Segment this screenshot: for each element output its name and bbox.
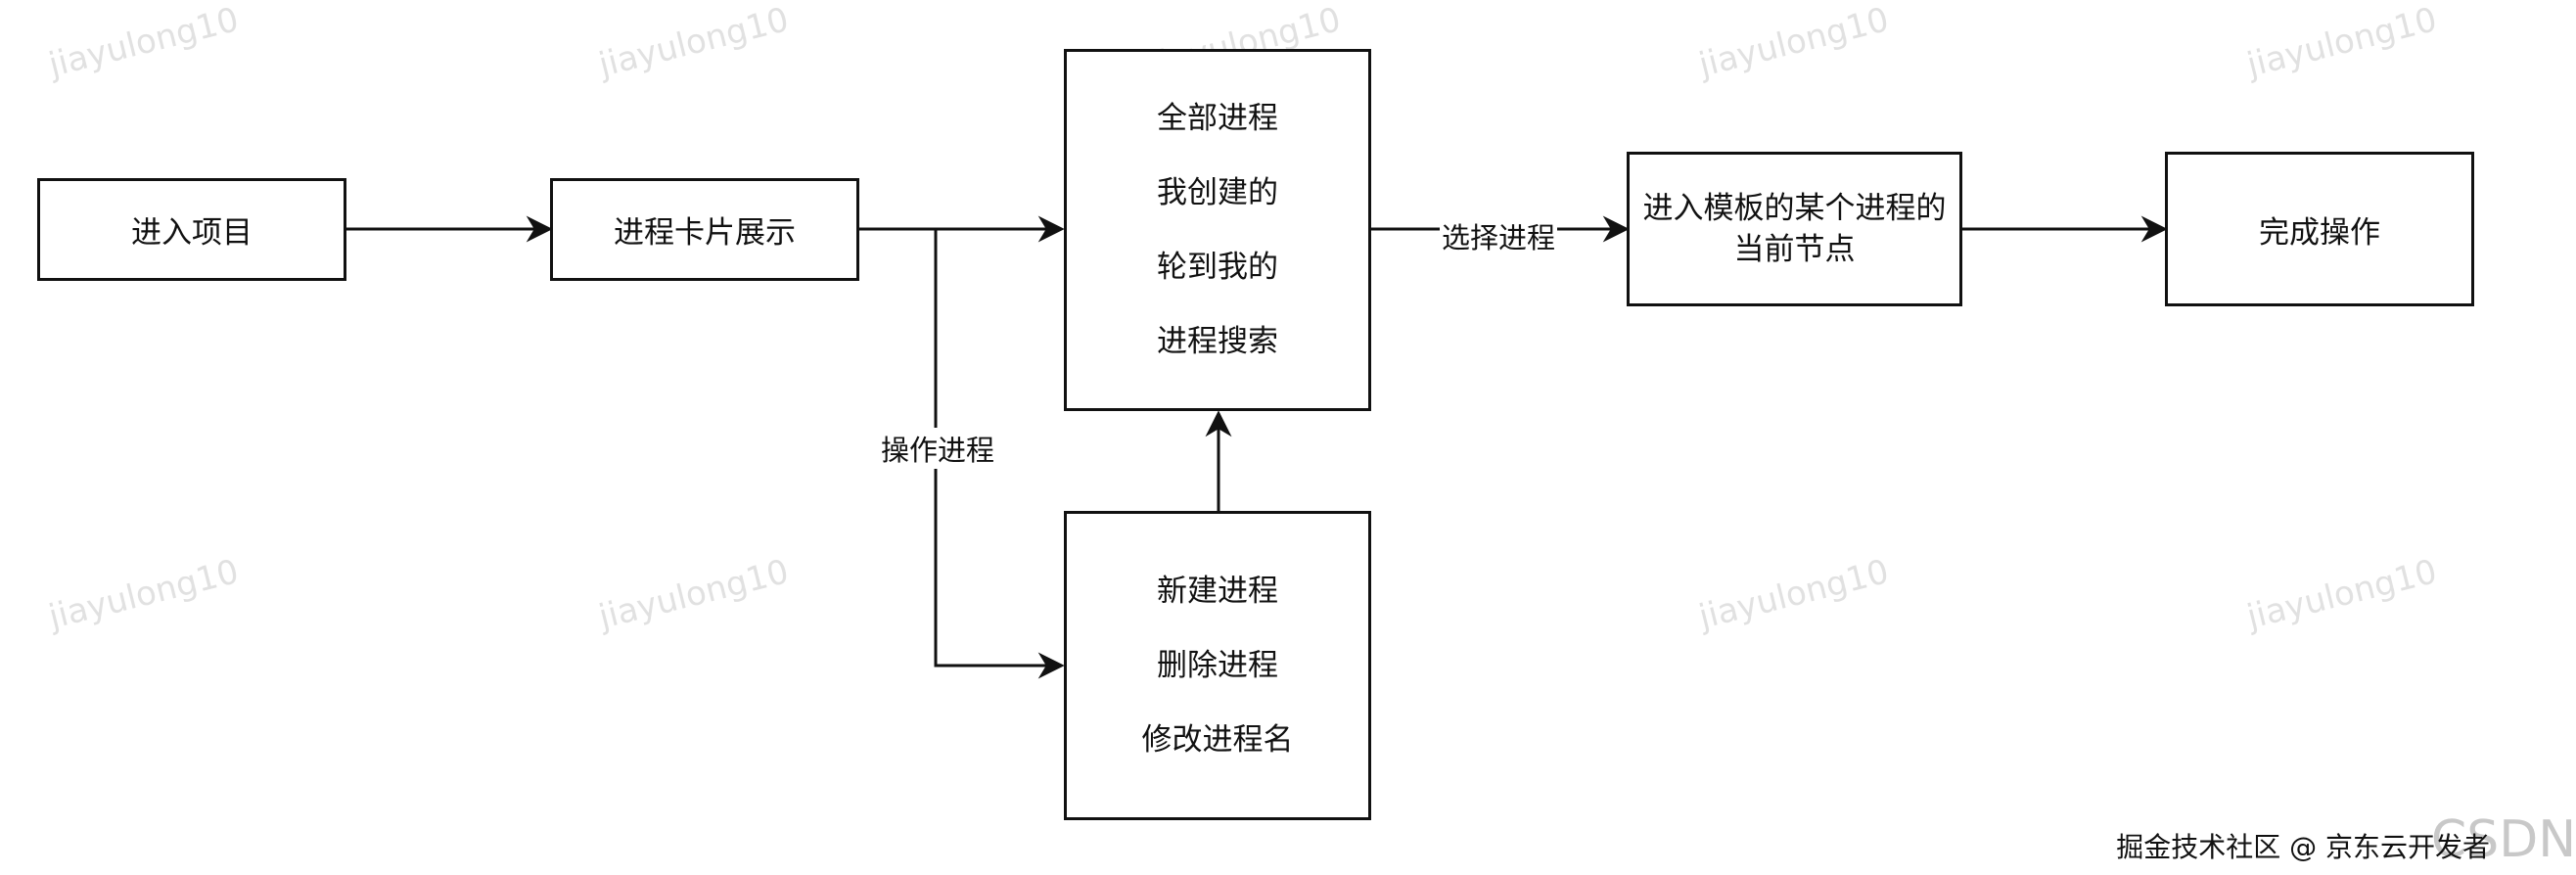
op-rename-process: 修改进程名 [1141,722,1294,758]
filter-created-by-me: 我创建的 [1157,175,1278,210]
node-label: 进程卡片展示 [614,215,796,251]
footer-credit: 掘金技术社区 @ 京东云开发者 [2116,831,2490,863]
edge-label-operate-process: 操作进程 [879,428,997,469]
csdn-watermark: CSDN [2430,810,2576,869]
filter-my-turn: 轮到我的 [1157,250,1278,285]
node-process-filters: 全部进程 我创建的 轮到我的 进程搜索 [1064,49,1371,411]
filter-all-processes: 全部进程 [1157,101,1278,136]
edge-label-select-process: 选择进程 [1440,215,1558,256]
node-card-display: 进程卡片展示 [550,178,859,281]
filter-process-search: 进程搜索 [1157,324,1278,359]
node-complete-operation: 完成操作 [2165,152,2474,306]
node-enter-template-node: 进入模板的某个进程的 当前节点 [1627,152,1962,306]
node-label: 完成操作 [2259,214,2380,251]
footer-watermark: CSDN 掘金技术社区 @ 京东云开发者 [2116,810,2576,869]
op-delete-process: 删除进程 [1157,648,1278,683]
op-new-process: 新建进程 [1157,574,1278,609]
node-label-line: 当前节点 [1733,232,1856,267]
node-process-operations: 新建进程 删除进程 修改进程名 [1064,511,1371,820]
edge-cards-to-operations [934,229,1065,679]
node-label-line: 进入模板的某个进程的 [1642,191,1947,226]
node-label: 进入项目 [131,215,253,251]
node-enter-project: 进入项目 [37,178,346,281]
